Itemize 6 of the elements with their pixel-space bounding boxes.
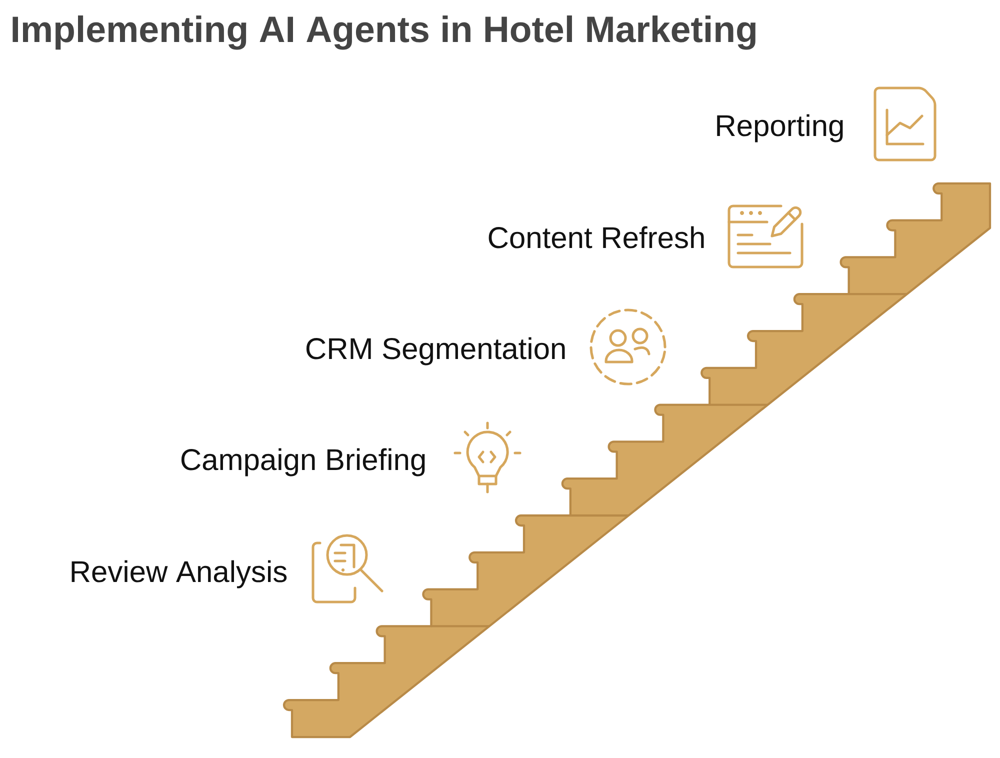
step-label: Campaign Briefing: [181, 448, 425, 476]
step-label: Review Analysis: [72, 560, 287, 588]
title: Implementing AI Agents in Hotel Marketing: [12, 15, 756, 50]
step-label: Reporting: [717, 114, 843, 142]
step-label: CRM Segmentation: [306, 337, 565, 366]
step-label: Content Refresh: [488, 226, 704, 248]
